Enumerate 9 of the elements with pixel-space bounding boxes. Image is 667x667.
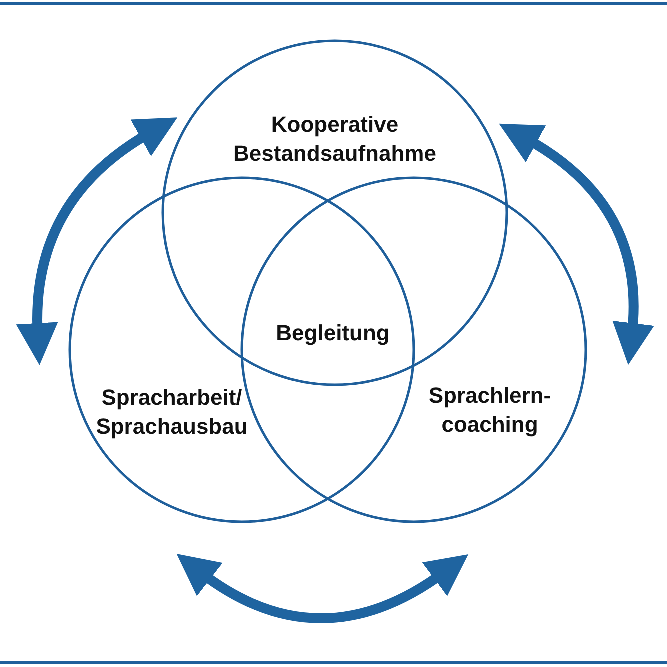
curved-double-arrow bbox=[16, 116, 178, 366]
circle-label: Kooperative Bestandsaufnahme bbox=[232, 111, 438, 168]
venn-circle bbox=[161, 39, 509, 387]
circle-label: Spracharbeit/ Sprachausbau bbox=[95, 384, 249, 441]
curved-double-arrow bbox=[500, 122, 654, 366]
circle-label: Sprachlern- coaching bbox=[428, 382, 552, 439]
curved-double-arrow bbox=[176, 555, 470, 624]
venn-circle bbox=[68, 176, 416, 524]
overlap-label: Begleitung bbox=[276, 320, 390, 348]
